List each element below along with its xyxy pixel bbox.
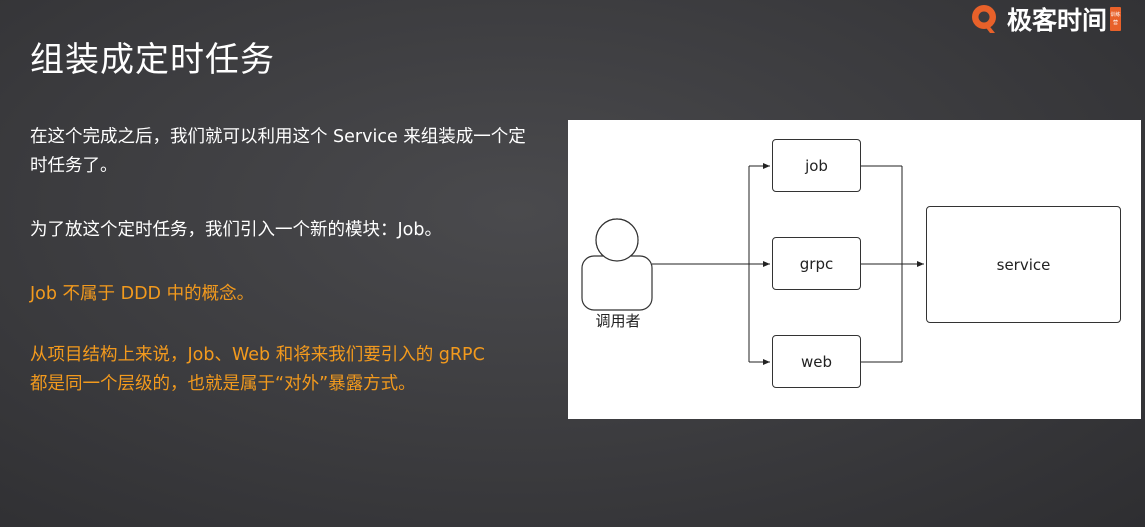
caller-label: 调用者 (595, 312, 641, 330)
caller-person-icon (581, 218, 653, 311)
web-node: web (772, 335, 861, 388)
page-title: 组装成定时任务 (30, 40, 275, 80)
paragraph-structure-note: 从项目结构上来说，Job、Web 和将来我们要引入的 gRPC 都是同一个层级的… (30, 345, 485, 394)
architecture-diagram: job grpc web service 调用者 (568, 120, 1141, 419)
job-node: job (772, 139, 861, 192)
brand-logo: 极客时间 训练营 (969, 2, 1121, 36)
paragraph-job-module: 为了放这个定时任务，我们引入一个新的模块：Job。 (30, 220, 442, 240)
paragraph-ddd-note: Job 不属于 DDD 中的概念。 (30, 284, 255, 304)
geektime-logo-icon (971, 5, 996, 33)
logo-badge: 训练营 (1110, 7, 1121, 31)
grpc-node: grpc (772, 237, 861, 290)
logo-text: 极客时间 (1006, 6, 1107, 35)
diagram-connectors (581, 163, 924, 365)
paragraph-intro: 在这个完成之后，我们就可以利用这个 Service 来组装成一个定时任务了。 (30, 127, 526, 176)
service-node: service (926, 206, 1121, 323)
